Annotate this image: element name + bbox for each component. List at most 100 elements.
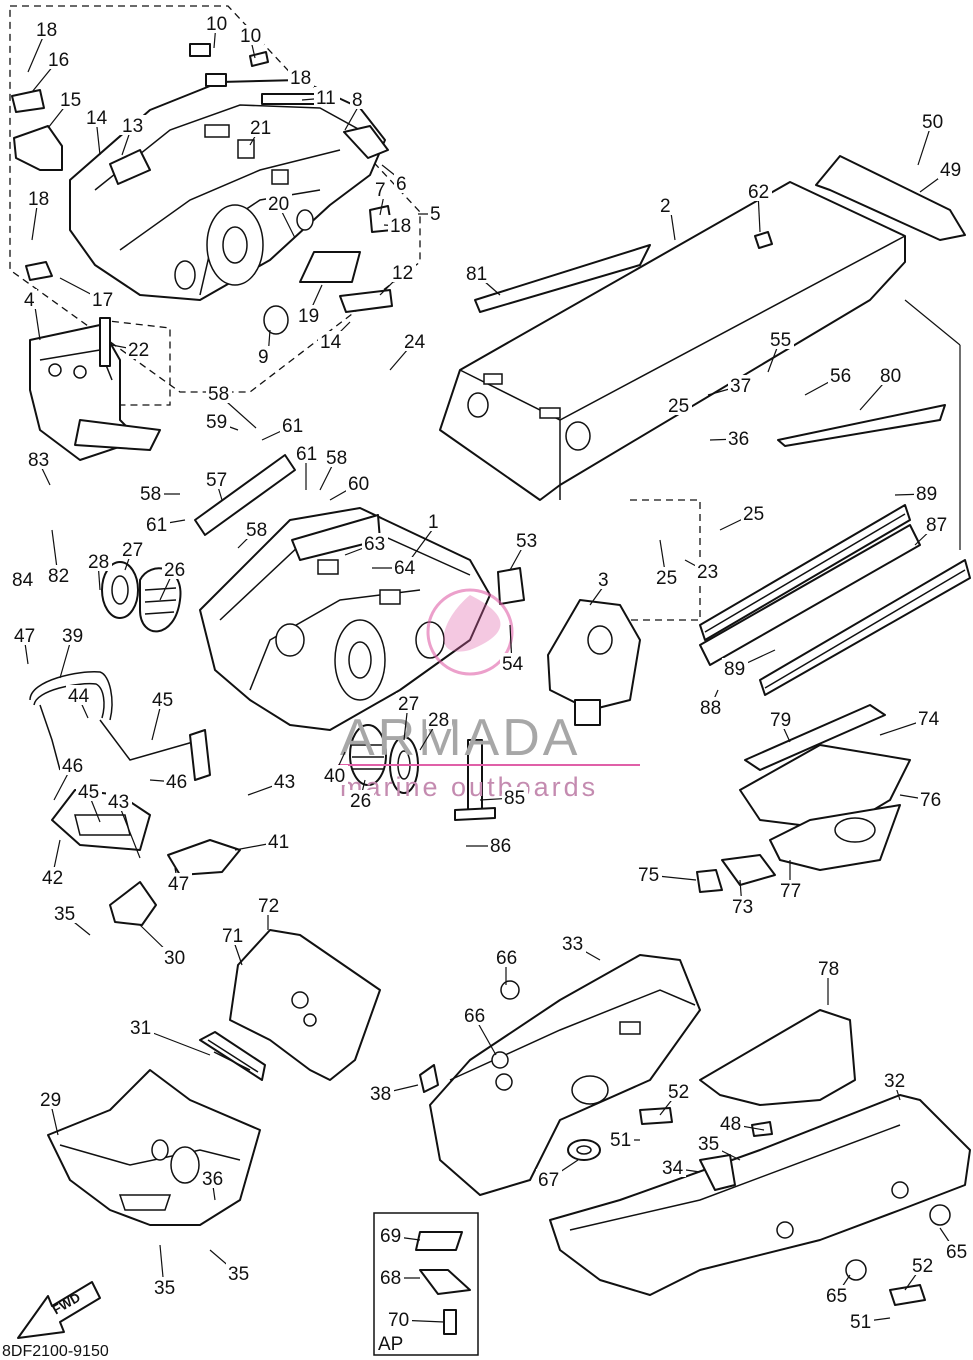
callout-label-bg (128, 1017, 154, 1037)
part-number-label: 19 (298, 306, 319, 327)
callout-label-bg (768, 709, 794, 729)
part-number-label: 47 (168, 874, 189, 895)
part-number-label: 10 (240, 26, 261, 47)
callout-label-bg (22, 289, 37, 309)
front-frame-1 (194, 454, 491, 731)
callout-label-bg (256, 346, 271, 366)
part-number-label: 87 (926, 515, 947, 536)
callout-label-bg (502, 787, 528, 807)
part-number-label: 5 (430, 204, 441, 225)
part-number-label: 33 (562, 934, 583, 955)
part-number-label: 44 (68, 686, 90, 707)
part-number-label: 2 (660, 196, 671, 217)
part-number-label: 46 (62, 756, 83, 777)
callout-label-bg (722, 658, 748, 678)
part-number-label: 28 (428, 710, 449, 731)
fwd-arrow-icon: FWD (17, 1281, 101, 1339)
part-number-label: 15 (60, 90, 81, 111)
callout-label-bg (106, 791, 132, 811)
callout-label-bg (666, 395, 692, 415)
callout-leader (117, 801, 141, 859)
part-number-label: 14 (320, 332, 342, 353)
callout-label-bg (34, 19, 60, 39)
part-number-label: 65 (946, 1242, 967, 1263)
part-number-label: 89 (916, 484, 937, 505)
part-number-label: 32 (884, 1071, 905, 1092)
callout-label-bg (38, 1089, 64, 1109)
part-number-label: 51 (610, 1130, 631, 1151)
callout-label-bg (294, 443, 320, 463)
callout-label-bg (488, 835, 514, 855)
part-number-label: 35 (154, 1278, 175, 1299)
callout-label-bg (162, 559, 188, 579)
callout-label-bg (86, 551, 112, 571)
callout-label-bg (90, 289, 116, 309)
part-number-label: 16 (48, 50, 69, 71)
panels-71-72 (199, 929, 381, 1081)
tab-53 (497, 567, 525, 605)
part-number-label: 60 (348, 474, 369, 495)
callout-label-bg (730, 896, 756, 916)
part-number-label: 43 (274, 772, 295, 793)
bracket-85 (454, 739, 496, 821)
part-number-label: 40 (324, 766, 345, 787)
part-number-label: 81 (466, 264, 487, 285)
callout-label-bg (272, 771, 298, 791)
part-number-label: 71 (222, 926, 243, 947)
callout-label-bg (350, 89, 365, 109)
callout-label-bg (373, 179, 388, 199)
callout-label-bg (916, 708, 942, 728)
part-number-label: 1 (428, 512, 439, 533)
part-number-label: 41 (268, 832, 289, 853)
callout-label-bg (52, 903, 78, 923)
callout-label-bg (816, 958, 842, 978)
callout-label-bg (296, 305, 322, 325)
callout-label-bg (138, 483, 164, 503)
part-number-label: 25 (668, 396, 689, 417)
rails-87-88 (699, 504, 971, 696)
part-number-label: 30 (164, 948, 185, 969)
part-number-label: 74 (918, 709, 940, 730)
callout-label-bg (204, 13, 230, 33)
part-number-label: 45 (78, 782, 99, 803)
watermark: ARMADA marine outboards (338, 588, 640, 802)
callout-label-bg (464, 263, 490, 283)
part-number-label: 21 (250, 118, 271, 139)
part-number-label: 37 (730, 376, 751, 397)
ap-detail-box (373, 1212, 479, 1356)
callout-label-bg (768, 329, 794, 349)
part-number-label: 61 (282, 416, 303, 437)
callout-label-bg (378, 1225, 404, 1245)
part-number-label: 76 (920, 790, 941, 811)
part-number-label: 46 (166, 772, 187, 793)
callout-label-bg (378, 1267, 404, 1287)
part-number-label: 51 (850, 1312, 871, 1333)
part-number-label: 26 (164, 560, 185, 581)
part-number-label: 58 (140, 484, 161, 505)
callout-label-bg (741, 503, 767, 523)
callout-label-bg (120, 539, 146, 559)
callout-label-bg (536, 1169, 562, 1189)
part-number-label: 22 (128, 340, 149, 361)
part-number-label: 61 (296, 444, 317, 465)
callout-label-bg (280, 415, 306, 435)
part-number-label: 77 (780, 881, 801, 902)
part-number-label: 14 (86, 108, 108, 129)
callout-label-bg (348, 790, 374, 810)
callout-label-bg (654, 567, 680, 587)
part-number-label: 7 (375, 180, 386, 201)
part-number-label: 8 (352, 90, 363, 111)
part-number-label: 26 (350, 791, 371, 812)
part-number-label: 3 (598, 570, 609, 591)
callout-label-bg (152, 1277, 178, 1297)
callout-label-bg (666, 1081, 692, 1101)
callout-label-bg (728, 375, 754, 395)
callout-label-bg (26, 188, 52, 208)
callout-label-bg (396, 693, 422, 713)
part-number-label: 69 (380, 1226, 401, 1247)
callout-label-bg (386, 1309, 412, 1329)
callout-label-bg (46, 565, 72, 585)
watermark-brand: ARMADA (340, 709, 580, 767)
part-number-label: 58 (246, 520, 267, 541)
